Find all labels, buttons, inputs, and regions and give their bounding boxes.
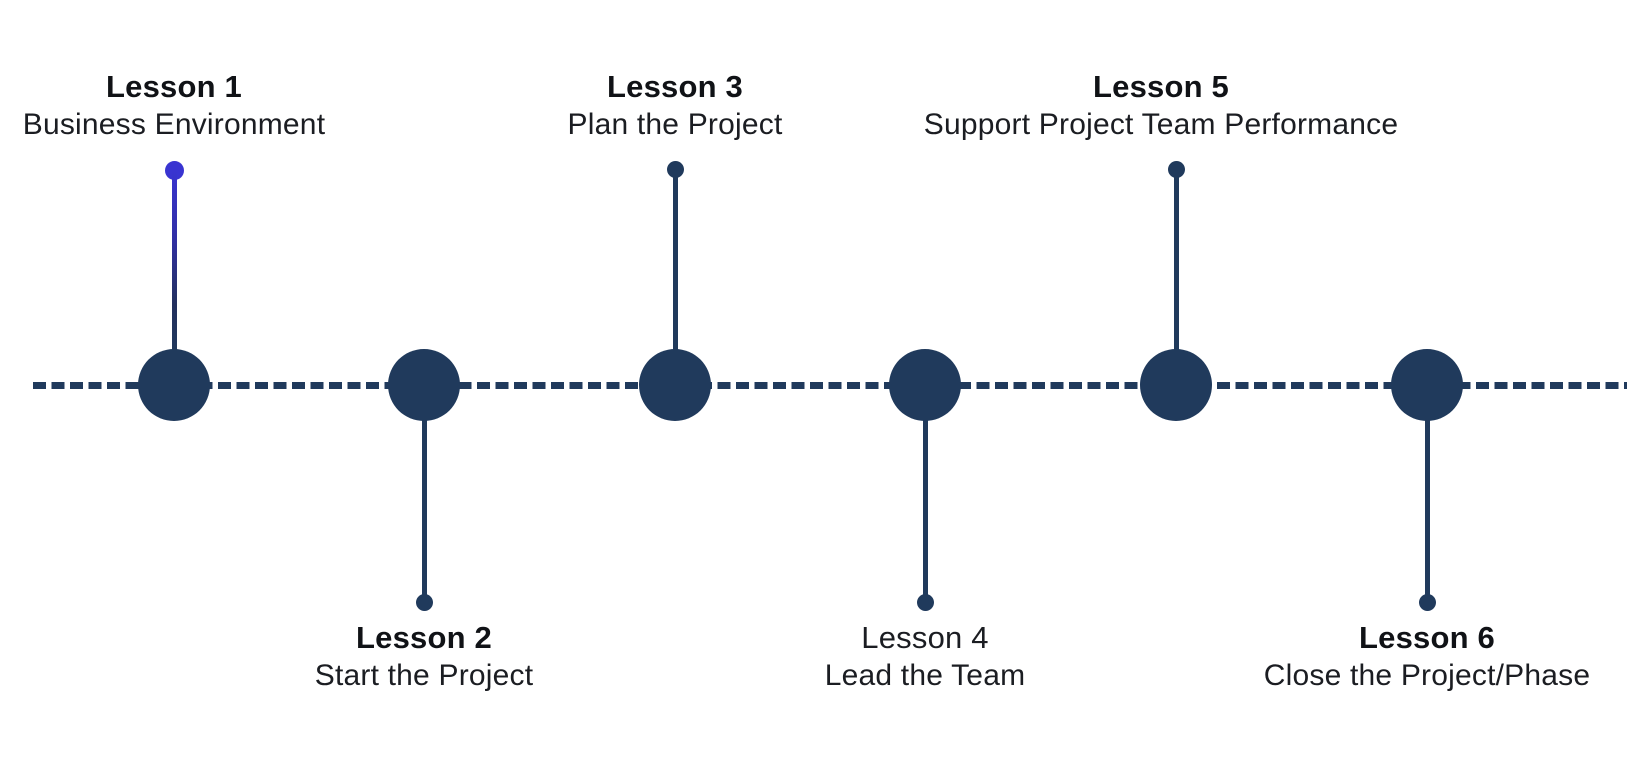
lesson-title: Lesson 6 [1359, 620, 1495, 655]
timeline-node-circle [639, 349, 711, 421]
timeline-node-circle [1391, 349, 1463, 421]
lesson-label: Lesson 5 Support Project Team Performanc… [861, 68, 1461, 144]
timeline-node-circle [1140, 349, 1212, 421]
lesson-title: Lesson 4 [861, 620, 989, 655]
connector-line [922, 410, 928, 603]
timeline-node-circle [889, 349, 961, 421]
lesson-title: Lesson 3 [607, 69, 743, 104]
connector-line [1424, 410, 1430, 603]
lesson-subtitle: Close the Project/Phase [1263, 659, 1591, 692]
lesson-label: Lesson 2 Start the Project [124, 619, 724, 695]
lesson-title: Lesson 5 [1093, 69, 1229, 104]
timeline-axis-dashed-line [33, 382, 1627, 389]
lesson-label: Lesson 6 Close the Project/Phase [1127, 619, 1645, 695]
connector-line [171, 170, 177, 362]
timeline-node-circle [138, 349, 210, 421]
lesson-title: Lesson 1 [106, 69, 242, 104]
lesson-title: Lesson 2 [356, 620, 492, 655]
connector-line [672, 170, 678, 362]
lesson-subtitle: Plan the Project [567, 108, 783, 141]
lesson-label: Lesson 4 Lead the Team [625, 619, 1225, 695]
lesson-label: Lesson 3 Plan the Project [375, 68, 975, 144]
connector-endpoint-dot [1167, 161, 1185, 178]
connector-line [421, 410, 427, 603]
timeline-node-circle [388, 349, 460, 421]
lesson-subtitle: Business Environment [22, 108, 326, 141]
lesson-subtitle: Lead the Team [824, 659, 1026, 692]
connector-endpoint-dot [666, 161, 684, 178]
lesson-subtitle: Support Project Team Performance [923, 108, 1399, 141]
lesson-subtitle: Start the Project [314, 659, 534, 692]
lesson-label: Lesson 1 Business Environment [0, 68, 474, 144]
connector-line [1173, 170, 1179, 362]
